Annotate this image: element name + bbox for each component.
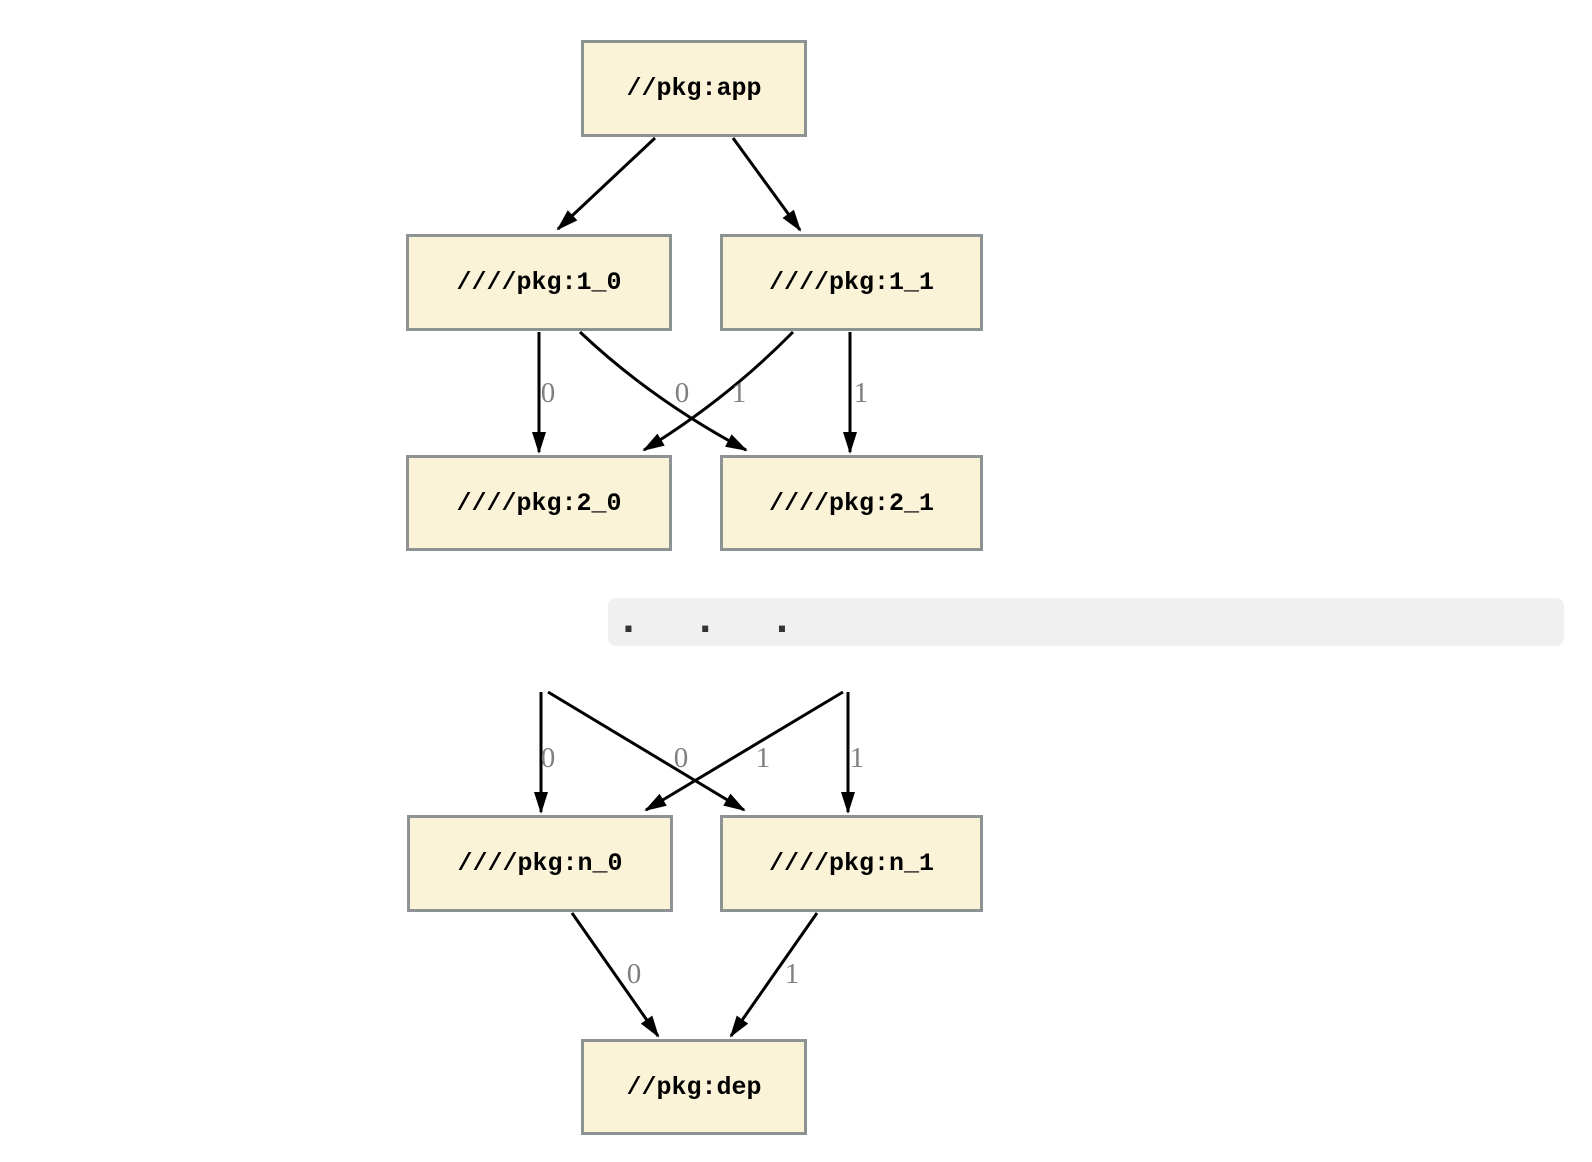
node-label-1_0: ////pkg:1_0 <box>456 268 622 297</box>
node-label-app: //pkg:app <box>626 74 762 103</box>
edge-label-hidden-to-n_1-direct: 1 <box>850 742 865 774</box>
edge-label-n_0-to-dep: 0 <box>627 958 642 990</box>
node-label-1_1: ////pkg:1_1 <box>768 268 935 297</box>
node-2_1: ////pkg:2_1 <box>720 455 983 551</box>
node-label-n_1: ////pkg:n_1 <box>768 849 935 878</box>
edge-1_0-to-2_1 <box>578 330 748 452</box>
edge-label-1_1-to-2_1: 1 <box>854 377 869 409</box>
node-label-2_0: ////pkg:2_0 <box>456 488 622 518</box>
node-1_1: ////pkg:1_1 <box>720 234 983 331</box>
node-n_1: ////pkg:n_1 <box>720 815 983 912</box>
edge-1_1-to-2_0 <box>642 330 795 452</box>
edge-label-1_0-to-2_0: 0 <box>541 377 556 409</box>
edge-label-hidden-to-n_1-cross: 1 <box>756 742 771 774</box>
node-label-2_1: ////pkg:2_1 <box>768 488 935 518</box>
edge-hidden-to-n_1-cross <box>547 690 746 812</box>
node-app: //pkg:app <box>581 40 807 137</box>
edge-n_0-to-dep <box>570 912 660 1038</box>
edge-app-to-1_1 <box>731 137 802 232</box>
edge-label-1_0-to-2_1: 1 <box>732 377 747 409</box>
node-label-dep: //pkg:dep <box>626 1072 762 1102</box>
edge-hidden-to-n_0-cross <box>644 690 844 812</box>
node-2_0: ////pkg:2_0 <box>406 455 672 551</box>
edge-label-hidden-to-n_0-direct: 0 <box>541 742 556 774</box>
ellipsis-dots: . . . <box>622 601 815 642</box>
edge-app-to-1_0 <box>556 136 657 231</box>
edge-label-n_1-to-dep: 1 <box>785 958 800 990</box>
node-n_0: ////pkg:n_0 <box>407 815 673 912</box>
node-dep: //pkg:dep <box>581 1039 807 1135</box>
edge-n_1-to-dep <box>729 912 819 1038</box>
edge-label-hidden-to-n_0-cross: 0 <box>674 742 689 774</box>
node-label-n_0: ////pkg:n_0 <box>457 849 623 878</box>
ellipsis-band: . . . <box>608 598 1564 646</box>
edge-label-1_1-to-2_0: 0 <box>675 377 690 409</box>
node-1_0: ////pkg:1_0 <box>406 234 672 331</box>
